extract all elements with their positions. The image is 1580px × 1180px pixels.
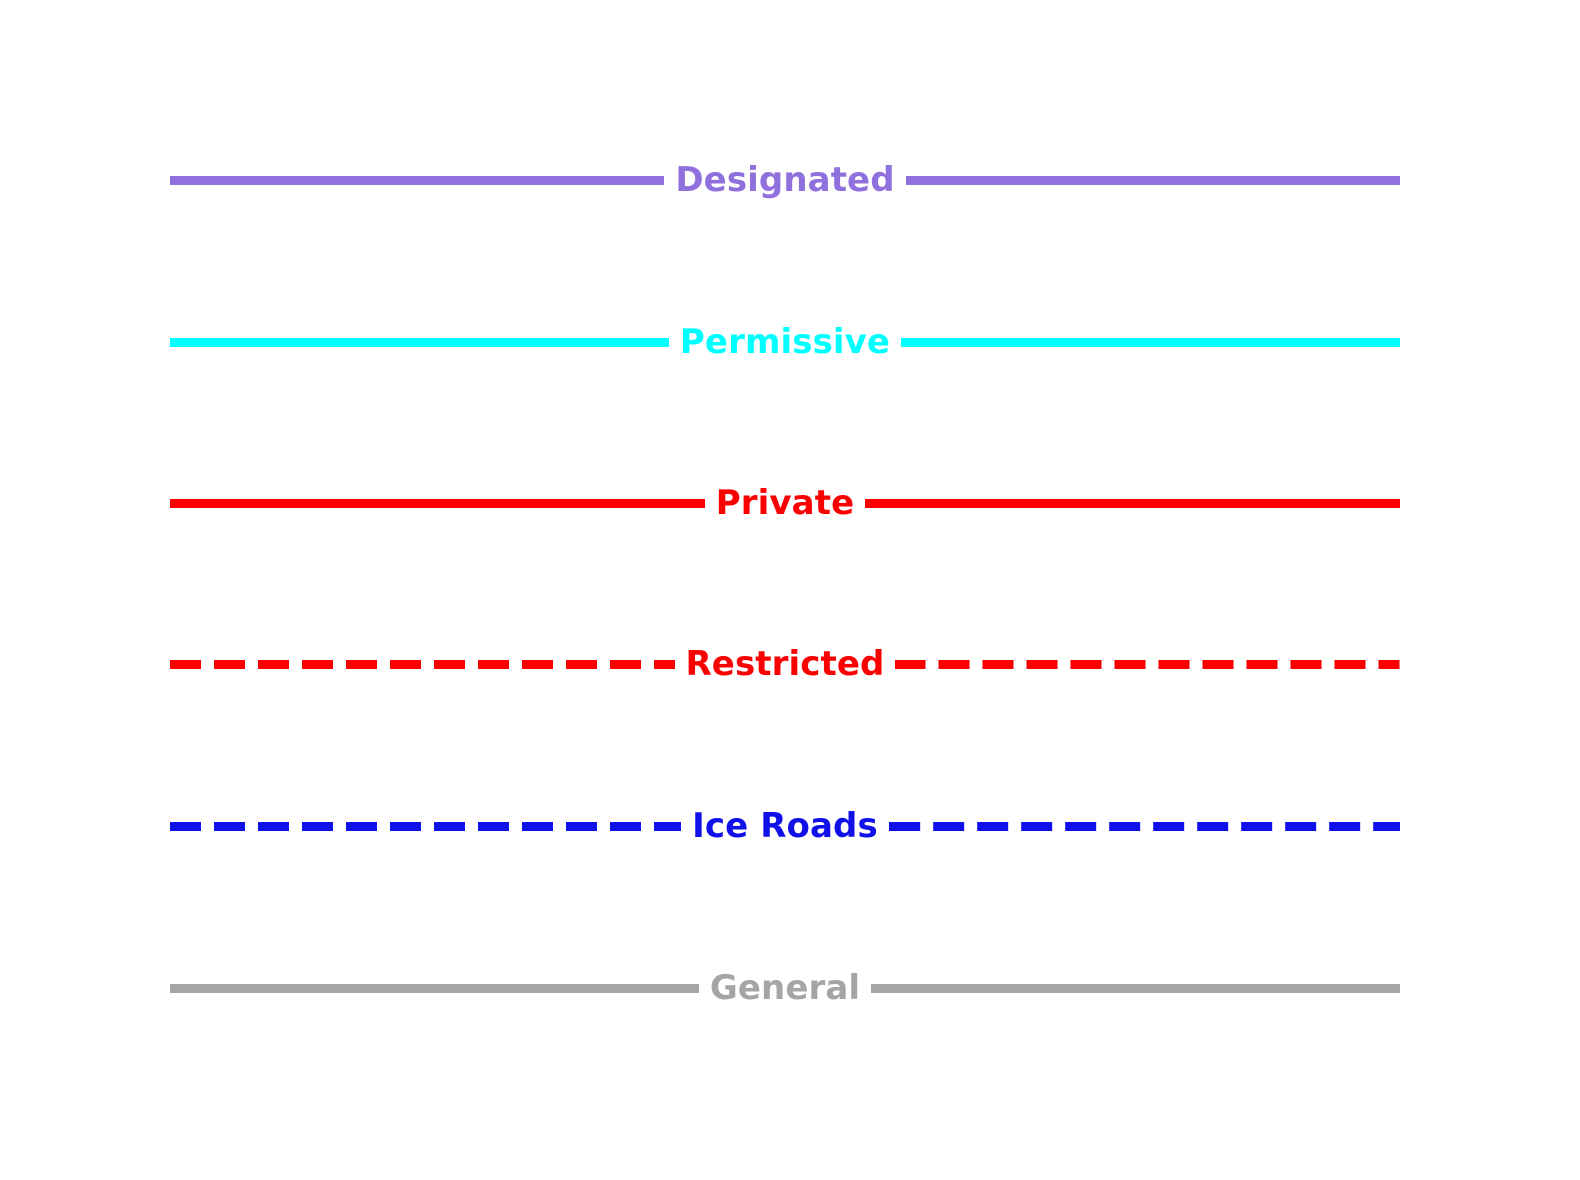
legend-entry-general: General (170, 958, 1401, 1018)
legend-line-sample-restricted-left (170, 659, 675, 669)
legend-line-sample-ice-roads-right (888, 821, 1401, 831)
legend-entry-ice-roads: Ice Roads (170, 796, 1401, 856)
legend-line-sample-general-left (170, 983, 699, 993)
legend-line-sample-general-right (871, 983, 1401, 993)
legend-label-restricted: Restricted (685, 644, 885, 684)
legend-label-private: Private (715, 483, 855, 523)
legend-label-designated: Designated (675, 160, 895, 200)
legend-line-sample-designated-left (170, 175, 665, 185)
legend-entry-restricted: Restricted (170, 634, 1400, 694)
legend-label-permissive: Permissive (679, 322, 891, 362)
legend-line-sample-ice-roads-left (170, 821, 682, 831)
legend-line-sample-permissive-left (170, 337, 669, 347)
legend-label-general: General (709, 968, 861, 1008)
legend-entry-permissive: Permissive (170, 312, 1400, 372)
legend-line-sample-private-right (865, 498, 1400, 508)
legend-line-sample-restricted-right (895, 659, 1400, 669)
legend-line-sample-designated-right (905, 175, 1400, 185)
legend-label-ice-roads: Ice Roads (692, 806, 878, 846)
legend-line-sample-permissive-right (901, 337, 1400, 347)
legend-line-sample-private-left (170, 498, 705, 508)
legend-entry-designated: Designated (170, 150, 1400, 210)
legend-entry-private: Private (170, 473, 1400, 533)
